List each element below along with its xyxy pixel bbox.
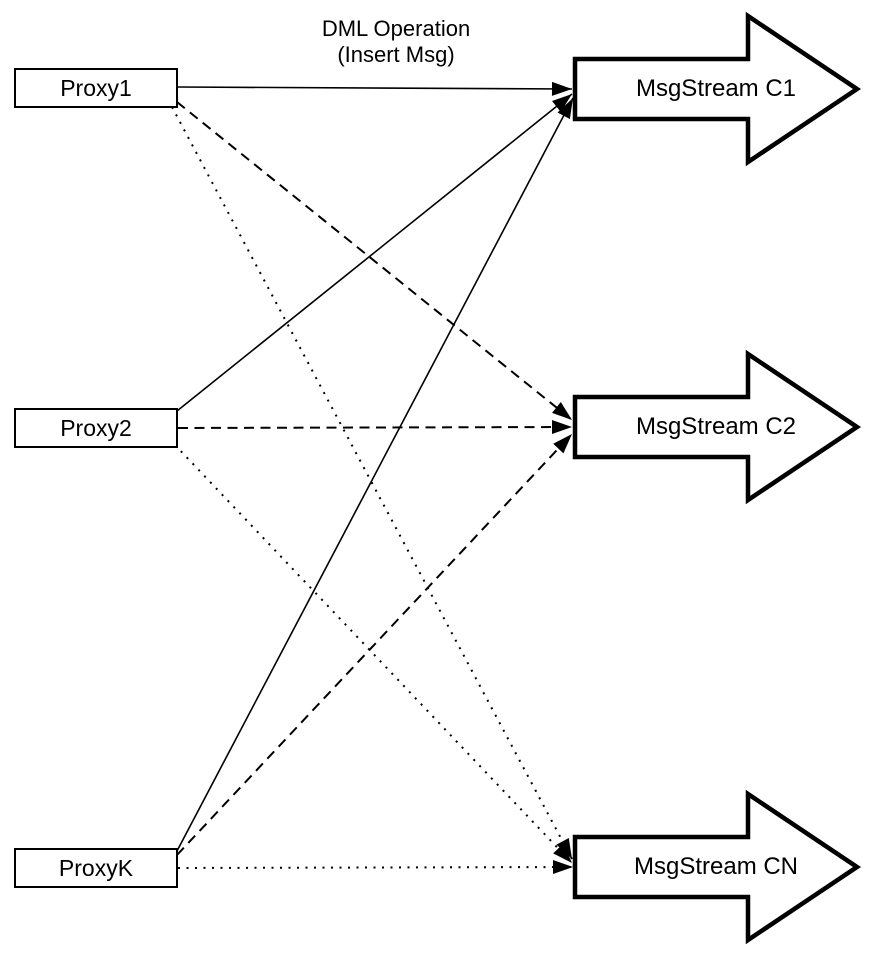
msgstream-c1-arrow-shape [572,11,862,167]
proxy1-box: Proxy1 [14,68,178,108]
proxyk-box: ProxyK [14,848,178,888]
proxy1-label: Proxy1 [60,74,132,101]
proxyk-label: ProxyK [58,854,134,881]
edge-proxyk-c2-dashed [176,433,573,856]
dml-operation-label: DML Operation (Insert Msg) [296,16,496,68]
edge-proxy1-cn-dotted [171,106,573,860]
proxy2-box: Proxy2 [14,408,178,448]
edge-proxy2-cn-dotted [174,444,573,864]
edge-proxy2-c2-dashed [177,420,573,435]
edge-proxy1-c2-dashed [176,101,573,421]
edge-proxy2-c1-solid [176,93,573,412]
msgstream-c2-arrow-shape [572,349,862,505]
edge-proxyk-cn-dotted [177,860,574,875]
proxy2-label: Proxy2 [60,414,132,441]
dml-operation-line1: DML Operation [321,16,471,41]
msgstream-cn-arrow-shape [572,789,862,945]
dml-operation-line2: (Insert Msg) [337,42,455,67]
edge-proxy1-c1-solid [177,81,573,96]
edge-proxyk-c1-solid [176,97,574,852]
